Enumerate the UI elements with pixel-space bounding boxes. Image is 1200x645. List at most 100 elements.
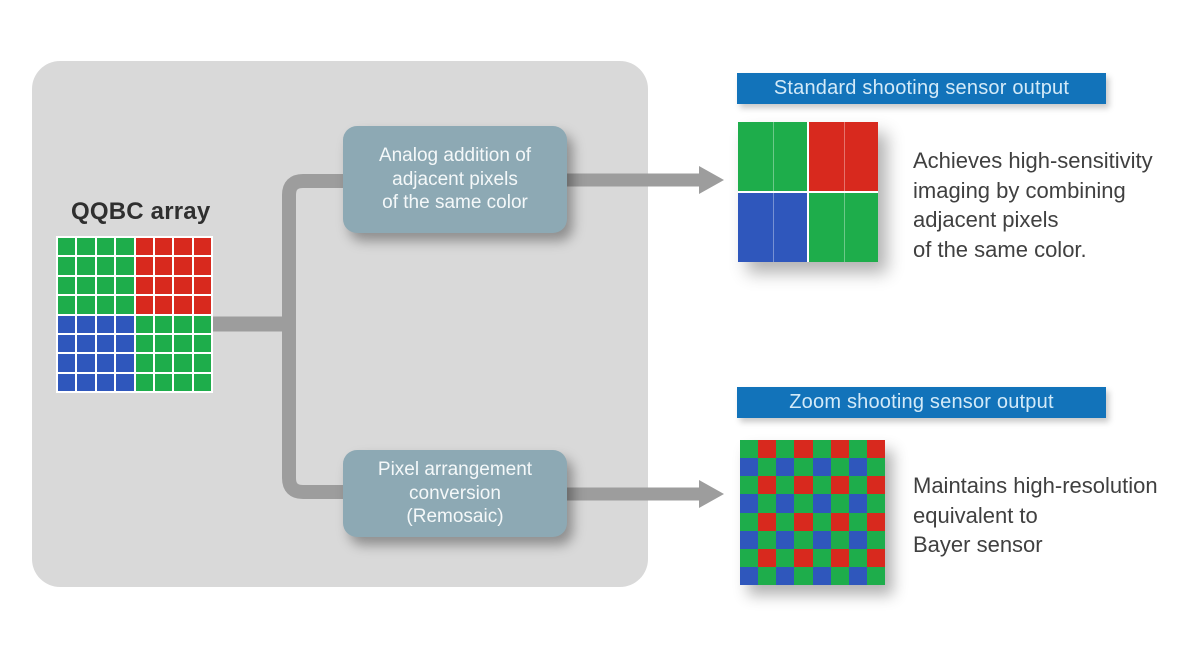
pixel-cell: [812, 440, 831, 459]
pixel-cell: [848, 494, 867, 513]
pixel-cell: [174, 315, 192, 333]
pixel-cell: [116, 315, 134, 333]
pixel-cell: [776, 512, 795, 531]
pixel-cell: [96, 334, 115, 353]
pixel-cell: [740, 566, 759, 585]
pixel-cell: [830, 548, 849, 567]
pixel-cell: [58, 296, 76, 314]
pixel-cell: [135, 276, 153, 295]
pixel-cell: [174, 276, 192, 295]
standard-output-header: Standard shooting sensor output: [737, 73, 1106, 104]
pixel-cell: [830, 530, 849, 549]
pixel-cell: [809, 193, 878, 262]
pixel-cell: [116, 238, 134, 256]
pixel-cell: [776, 548, 795, 567]
pixel-cell: [866, 566, 885, 585]
pixel-cell: [830, 458, 849, 477]
pixel-cell: [740, 530, 759, 549]
pixel-cell: [812, 494, 831, 513]
pixel-cell: [848, 476, 867, 495]
pixel-cell: [154, 238, 173, 256]
pixel-cell: [193, 276, 211, 295]
pixel-cell: [776, 458, 795, 477]
pixel-cell: [794, 476, 813, 495]
process-box-analog-addition: Analog addition of adjacent pixels of th…: [343, 126, 567, 233]
pixel-cell: [154, 373, 173, 391]
pixel-cell: [174, 354, 192, 372]
pixel-cell: [174, 334, 192, 353]
pixel-cell: [135, 257, 153, 275]
zoom-output-bayer-grid: [740, 440, 885, 585]
pixel-cell: [740, 440, 759, 459]
pixel-cell: [758, 530, 777, 549]
pixel-cell: [812, 476, 831, 495]
pixel-cell: [96, 373, 115, 391]
pixel-cell: [174, 238, 192, 256]
pixel-cell: [866, 458, 885, 477]
pixel-cell: [776, 476, 795, 495]
pixel-cell: [812, 512, 831, 531]
pixel-cell: [740, 512, 759, 531]
pixel-cell: [193, 257, 211, 275]
pixel-cell: [866, 476, 885, 495]
pixel-cell: [116, 276, 134, 295]
pixel-cell: [776, 566, 795, 585]
arrow-right-icon: [699, 166, 724, 194]
pixel-cell: [58, 257, 76, 275]
pixel-cell: [154, 354, 173, 372]
pixel-cell: [96, 315, 115, 333]
pixel-cell: [812, 548, 831, 567]
pixel-cell: [758, 548, 777, 567]
pixel-cell: [758, 494, 777, 513]
pixel-cell: [135, 315, 153, 333]
pixel-cell: [58, 334, 76, 353]
pixel-cell: [758, 476, 777, 495]
pixel-cell: [830, 476, 849, 495]
pixel-cell: [758, 512, 777, 531]
pixel-cell: [77, 238, 95, 256]
pixel-cell: [58, 315, 76, 333]
pixel-cell: [740, 548, 759, 567]
pixel-cell: [58, 373, 76, 391]
pixel-cell: [866, 548, 885, 567]
pixel-cell: [193, 334, 211, 353]
pixel-cell: [848, 440, 867, 459]
pixel-cell: [193, 238, 211, 256]
pixel-cell: [135, 354, 153, 372]
pixel-cell: [174, 257, 192, 275]
pixel-cell: [776, 440, 795, 459]
pixel-cell: [58, 276, 76, 295]
pixel-cell: [866, 530, 885, 549]
pixel-cell: [77, 296, 95, 314]
pixel-cell: [809, 122, 878, 191]
pixel-cell: [58, 238, 76, 256]
pixel-cell: [174, 373, 192, 391]
standard-output-grid: [738, 122, 878, 262]
pixel-cell: [135, 238, 153, 256]
pixel-cell: [738, 122, 807, 191]
pixel-cell: [58, 354, 76, 372]
pixel-cell: [812, 566, 831, 585]
pixel-cell: [848, 548, 867, 567]
pixel-cell: [154, 315, 173, 333]
pixel-cell: [830, 566, 849, 585]
pixel-cell: [740, 494, 759, 513]
pixel-cell: [830, 512, 849, 531]
pixel-cell: [740, 458, 759, 477]
zoom-output-header: Zoom shooting sensor output: [737, 387, 1106, 418]
pixel-cell: [794, 458, 813, 477]
pixel-cell: [830, 440, 849, 459]
pixel-cell: [77, 257, 95, 275]
pixel-cell: [794, 494, 813, 513]
pixel-cell: [77, 334, 95, 353]
pixel-cell: [776, 494, 795, 513]
qqbc-array-grid: [56, 236, 213, 393]
pixel-cell: [848, 566, 867, 585]
pixel-cell: [116, 296, 134, 314]
pixel-cell: [794, 566, 813, 585]
pixel-cell: [193, 315, 211, 333]
pixel-cell: [96, 238, 115, 256]
pixel-cell: [96, 276, 115, 295]
